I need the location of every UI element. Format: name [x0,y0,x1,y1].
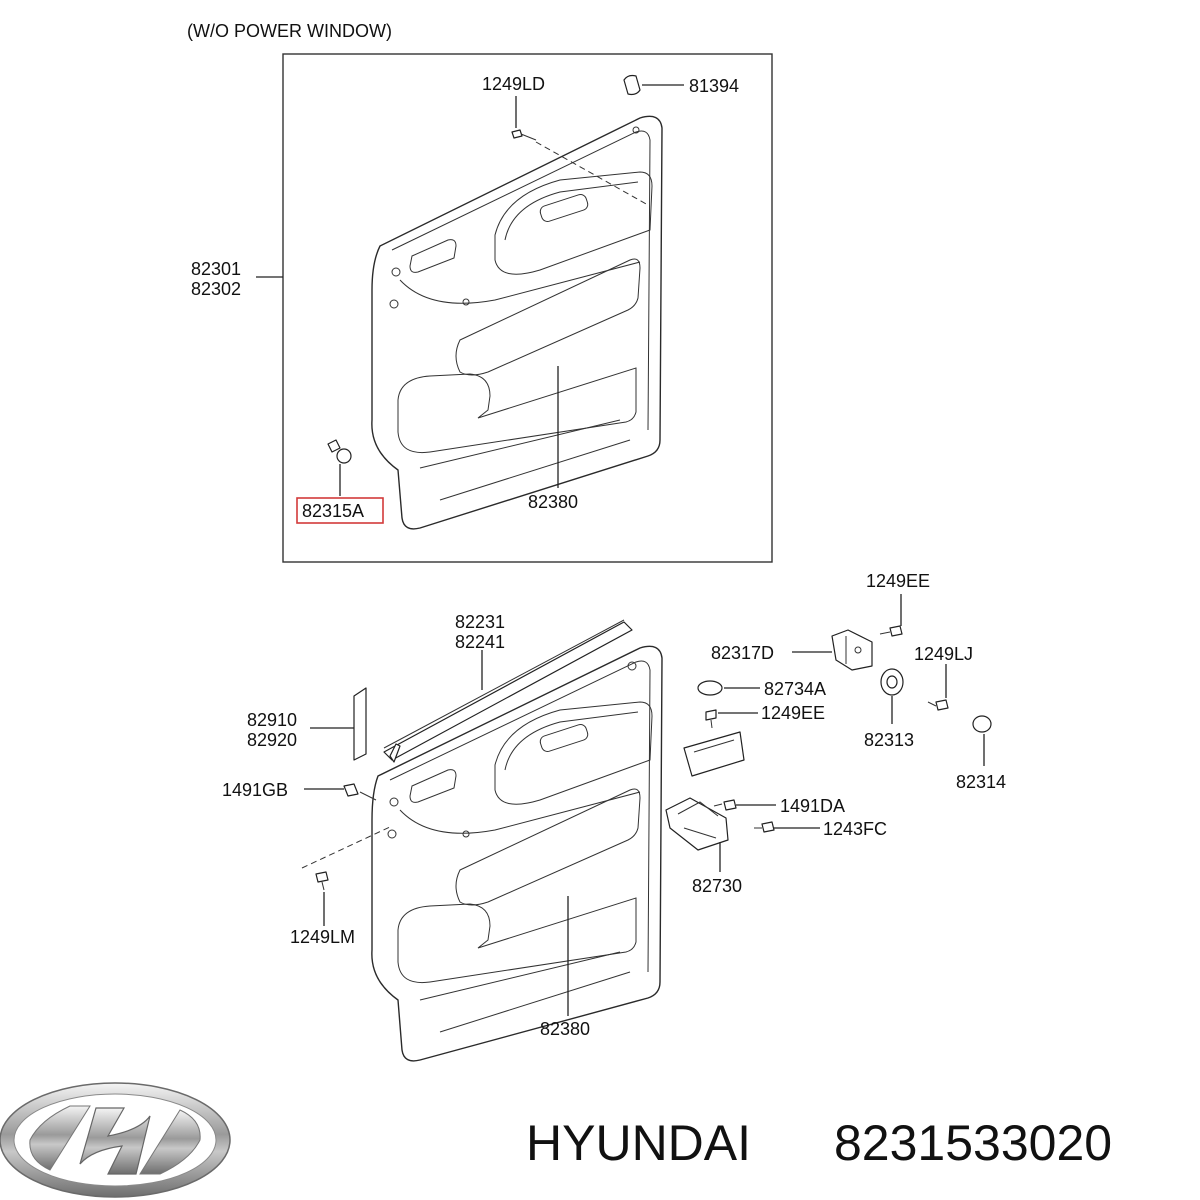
part-number: 8231533020 [834,1115,1112,1171]
callout-82301: 82301 [191,259,241,279]
cap-82734a [697,680,723,696]
callout-82380-main: 82380 [540,1019,590,1039]
callout-82730: 82730 [692,876,742,896]
leader-dashed-main [301,825,393,869]
callout-1249ld: 1249LD [482,74,545,94]
plug-82314 [972,715,992,733]
callout-82920: 82920 [247,730,297,750]
inset-bolt [511,129,537,141]
main-door-panel [371,645,663,1062]
screw-1243fc [754,821,775,833]
clip-left [343,783,359,797]
callout-82231: 82231 [455,612,505,632]
window-type-note: (W/O POWER WINDOW) [187,21,392,41]
highlight-box [296,497,384,524]
inset-clip [623,74,641,96]
handle-82730 [665,797,729,851]
screw-left [315,871,329,891]
callout-82910: 82910 [247,710,297,730]
callout-82734a: 82734A [764,679,826,699]
callout-82317d: 82317D [711,643,774,663]
screw-1249ee-top [879,625,903,637]
callout-1491gb: 1491GB [222,780,288,800]
callout-82241: 82241 [455,632,505,652]
callout-1249lj: 1249LJ [914,644,973,664]
brand-name: HYUNDAI [526,1115,751,1171]
weather-strip [383,619,633,763]
callout-1249ee-top: 1249EE [866,571,930,591]
callout-82315a: 82315A [302,501,364,521]
callout-82380-inset: 82380 [528,492,578,512]
leader-dashed-inset [535,141,649,206]
inset-fastener [327,439,352,464]
clip-1491da [713,799,737,811]
grommet-82313 [880,668,904,696]
callout-1249lm: 1249LM [290,927,355,947]
callout-82302: 82302 [191,279,241,299]
garnish-trim [353,687,367,761]
bracket-82317d [831,629,873,671]
pocket-tray [683,731,745,777]
inset-frame [282,53,773,563]
callout-82313: 82313 [864,730,914,750]
inset-door-panel [371,115,663,530]
callout-82314: 82314 [956,772,1006,792]
clip-left-pin [359,791,377,801]
callout-1243fc: 1243FC [823,819,887,839]
screw-1249ee-mid [705,709,717,729]
callout-1491da: 1491DA [780,796,845,816]
screw-1249lj [927,699,949,711]
hyundai-logo-icon [0,1082,231,1198]
callout-81394: 81394 [689,76,739,96]
callout-1249ee-mid: 1249EE [761,703,825,723]
